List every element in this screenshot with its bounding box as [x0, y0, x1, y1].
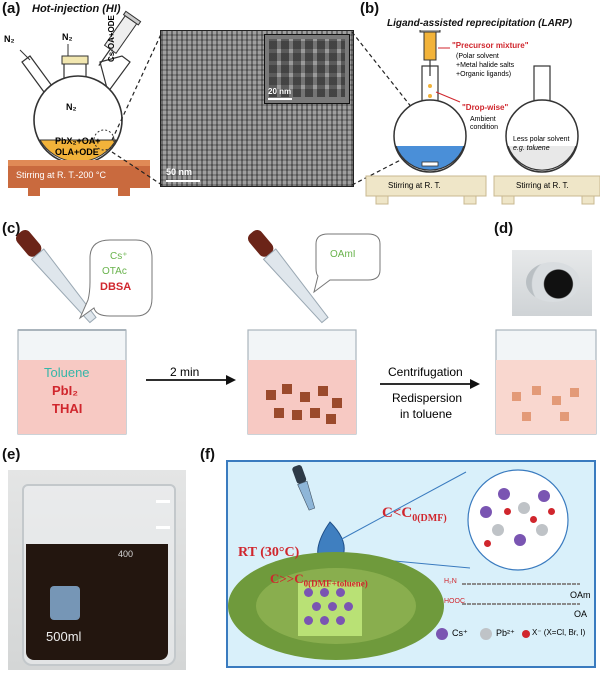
heater-label: Stirring at R. T.-200 °C: [16, 170, 106, 180]
panel-a-label: (a): [2, 0, 21, 17]
panel-c-label: (c): [2, 220, 21, 237]
bubble2-oami: OAmI: [330, 249, 356, 260]
arrow2-line1: Centrifugation: [388, 365, 463, 379]
tem-inset-scale: 20 nm: [268, 87, 292, 96]
lattice-ions: [300, 584, 360, 634]
legend-x-label: X⁻ (X=Cl, Br, I): [532, 628, 586, 637]
drop-wise-label: "Drop-wise": [462, 103, 509, 112]
legend-cs-icon: [436, 628, 448, 640]
beaker-photo: [8, 470, 186, 670]
bubble1-otac: OTAc: [102, 266, 127, 277]
n2-label-inside: N₂: [66, 102, 77, 112]
c-greater-label: C>>C0(DMF+toluene): [270, 571, 368, 589]
precursor-title: "Precursor mixture": [452, 41, 529, 50]
panel-a-title: Hot-injection (HI): [32, 3, 121, 15]
bubble1-cs: Cs⁺: [110, 251, 128, 262]
panel-c-drawing: [16, 229, 597, 435]
tem-image: [160, 30, 354, 187]
hooc-label: HOOC: [444, 598, 465, 605]
legend-pb-icon: [480, 628, 492, 640]
precursor-item-1: (Polar solvent: [456, 53, 499, 60]
legend-pb-label: Pb²⁺: [496, 628, 515, 638]
beaker-volume: 500ml: [46, 629, 82, 644]
precursor-item-3: +Organic ligands): [456, 71, 512, 78]
beaker1-toluene: Toluene: [44, 365, 90, 380]
nanocube-cluster-beaker2: [260, 380, 344, 430]
legend-cs-label: Cs⁺: [452, 628, 468, 638]
precursor-item-2: +Metal halide salts: [456, 62, 515, 69]
tem-inset-scale-bar: [268, 98, 292, 100]
beaker1-thai: THAI: [52, 401, 83, 416]
panel-b-label: (b): [360, 0, 380, 17]
tem-inset: [264, 34, 350, 104]
panel-f-label: (f): [200, 446, 215, 463]
n2-label-top: N₂: [62, 32, 73, 42]
larp-setup: [365, 30, 600, 205]
droplet-photo: [512, 250, 592, 316]
c-less-label: C<C0(DMF): [382, 505, 447, 524]
stir-left-label: Stirring at R. T.: [388, 181, 441, 190]
less-polar-line2: e.g. toluene: [513, 145, 550, 152]
panel-d-label: (d): [494, 220, 514, 237]
zoom-ions: [474, 478, 562, 562]
less-polar-line1: Less polar solvent: [513, 136, 570, 143]
tem-scale: 50 nm: [166, 167, 193, 177]
flask-contents-line1: PbX₂+OA+: [55, 136, 101, 146]
oa-label: OA: [574, 609, 588, 619]
arrow1-label: 2 min: [170, 365, 200, 379]
stir-right-label: Stirring at R. T.: [516, 181, 569, 190]
panel-b-title: Ligand-assisted reprecipitation (LARP): [387, 18, 573, 29]
tem-scale-bar: [166, 180, 200, 182]
beaker1-pbi2: PbI₂: [52, 383, 78, 398]
hot-injection-setup: [8, 10, 150, 196]
nanocube-cluster-beaker3: [506, 382, 586, 428]
flask-contents-line2: OLA+ODE: [55, 147, 99, 157]
oam-label: OAm: [570, 590, 591, 600]
bubble1-dbsa: DBSA: [100, 281, 132, 293]
arrow2-line2: Redispersion: [392, 391, 463, 405]
panel-e-label: (e): [2, 446, 21, 463]
arrow2-line3: in toluene: [400, 407, 453, 421]
h2n-label: H₂N: [444, 578, 457, 585]
n2-label-left: N₂: [4, 34, 15, 44]
rt-label: RT (30°C): [238, 545, 300, 560]
ambient-line2: condition: [470, 124, 499, 131]
beaker-mark: 400: [118, 549, 134, 559]
ambient-line1: Ambient: [470, 116, 496, 123]
legend-x-icon: [522, 630, 530, 638]
